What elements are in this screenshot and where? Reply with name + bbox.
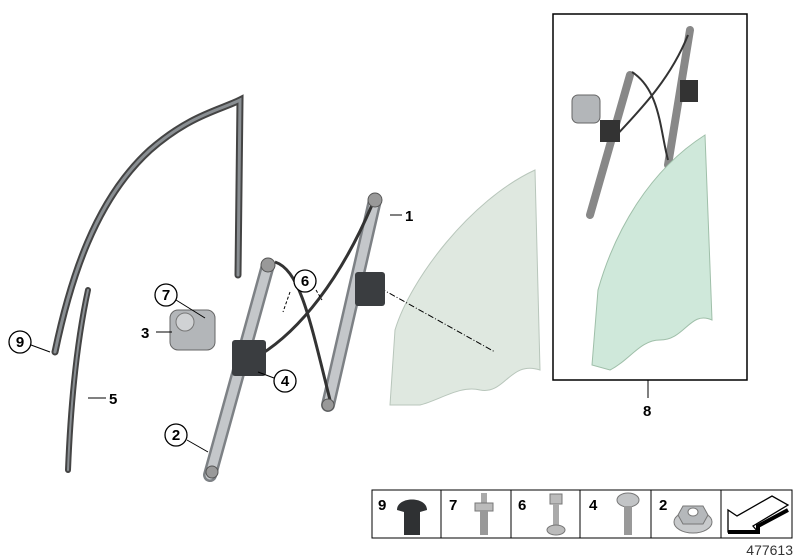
- plug-icon: [397, 499, 427, 535]
- legend-item-9[interactable]: 9: [378, 497, 427, 535]
- svg-text:4: 4: [589, 497, 598, 514]
- svg-text:6: 6: [301, 273, 309, 290]
- svg-text:1: 1: [405, 208, 413, 225]
- svg-text:3: 3: [141, 325, 149, 342]
- screw-icon: [616, 492, 640, 535]
- door-seal: [51, 94, 244, 473]
- window-regulator: [203, 192, 385, 482]
- callout-2[interactable]: 2: [164, 423, 209, 453]
- inset-assembly: [552, 13, 748, 381]
- legend-item-4[interactable]: 4: [589, 492, 640, 535]
- callout-8[interactable]: 8: [643, 380, 651, 420]
- svg-text:8: 8: [643, 403, 651, 420]
- callout-5[interactable]: 5: [88, 391, 117, 408]
- svg-text:2: 2: [172, 427, 180, 444]
- window-motor: [169, 309, 216, 351]
- flange-nut-icon: [673, 505, 713, 534]
- callout-7[interactable]: 7: [154, 283, 206, 319]
- svg-text:2: 2: [659, 497, 667, 514]
- callout-9[interactable]: 9: [8, 330, 51, 354]
- legend-item-7[interactable]: 7: [449, 493, 494, 535]
- collar-screw-icon: [474, 493, 494, 535]
- direction-arrow-icon: [727, 495, 790, 534]
- diagram-number: 477613: [746, 542, 793, 558]
- svg-text:4: 4: [281, 373, 290, 390]
- window-glass: [389, 169, 541, 406]
- svg-text:5: 5: [109, 391, 117, 408]
- callout-1[interactable]: 1: [390, 208, 413, 225]
- legend-item-6[interactable]: 6: [518, 493, 566, 536]
- callout-3[interactable]: 3: [141, 325, 172, 342]
- clip-bolt-icon: [546, 493, 566, 536]
- svg-text:9: 9: [16, 334, 24, 351]
- svg-text:6: 6: [518, 497, 526, 514]
- svg-text:9: 9: [378, 497, 386, 514]
- svg-text:7: 7: [162, 287, 170, 304]
- callout-4[interactable]: 4: [257, 369, 297, 393]
- legend-item-2[interactable]: 2: [659, 497, 713, 534]
- svg-text:7: 7: [449, 497, 457, 514]
- callout-6[interactable]: 6: [282, 269, 323, 313]
- parts-legend: 9 7 6 4 2: [371, 489, 793, 539]
